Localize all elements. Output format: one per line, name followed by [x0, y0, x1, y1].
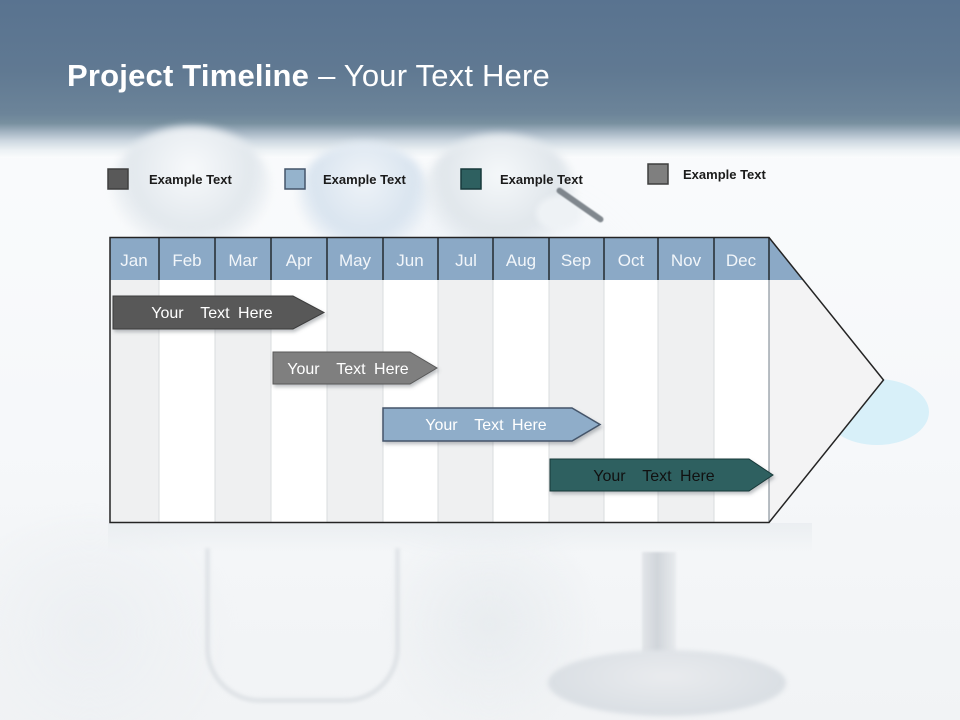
legend-item-2[interactable]: Example Text [284, 168, 406, 190]
legend-swatch-2-icon [284, 168, 306, 190]
month-label-nov[interactable]: Nov [671, 251, 702, 270]
legend-label-2: Example Text [323, 171, 406, 187]
gantt-bar-2[interactable] [272, 351, 438, 385]
month-label-sep[interactable]: Sep [561, 251, 591, 270]
legend-item-1[interactable]: Example Text [107, 168, 232, 190]
legend-label-1: Example Text [149, 171, 232, 187]
gantt-bar-4[interactable] [549, 458, 774, 492]
month-header-separators [158, 238, 770, 280]
month-label-jan[interactable]: Jan [120, 251, 147, 270]
month-label-oct[interactable]: Oct [618, 251, 645, 270]
month-label-jun[interactable]: Jun [396, 251, 423, 270]
gantt-bar-1-label[interactable]: Your Text Here [151, 305, 273, 322]
legend-swatch-3-icon [460, 168, 482, 190]
legend-item-3[interactable]: Example Text [460, 168, 583, 190]
gantt-bar-4-label[interactable]: Your Text Here [593, 468, 715, 485]
gantt-bar-3[interactable] [382, 407, 602, 442]
legend-swatch-1-icon [107, 168, 129, 190]
month-header-band[interactable] [110, 238, 804, 280]
timeline-arrow-outline [109, 236, 885, 524]
slide-title[interactable]: Project Timeline– Your Text Here [67, 58, 550, 94]
gantt-bar-1[interactable] [112, 295, 326, 330]
legend-swatch-4-icon [647, 163, 669, 185]
month-label-dec[interactable]: Dec [726, 251, 757, 270]
month-label-jul[interactable]: Jul [455, 251, 477, 270]
month-label-aug[interactable]: Aug [506, 251, 536, 270]
month-label-feb[interactable]: Feb [172, 251, 201, 270]
legend-label-4: Example Text [683, 166, 766, 182]
gantt-bar-2-label[interactable]: Your Text Here [287, 361, 409, 378]
month-label-apr[interactable]: Apr [286, 251, 313, 270]
month-label-may[interactable]: May [339, 251, 372, 270]
gantt-bar-3-label[interactable]: Your Text Here [425, 417, 547, 434]
month-label-mar[interactable]: Mar [228, 251, 258, 270]
slide-title-subtitle: – Your Text Here [318, 58, 550, 93]
slide-title-bold: Project Timeline [67, 58, 310, 93]
legend-item-4[interactable]: Example Text [647, 163, 766, 185]
timeline-column-gridlines [158, 280, 715, 522]
legend-label-3: Example Text [500, 171, 583, 187]
